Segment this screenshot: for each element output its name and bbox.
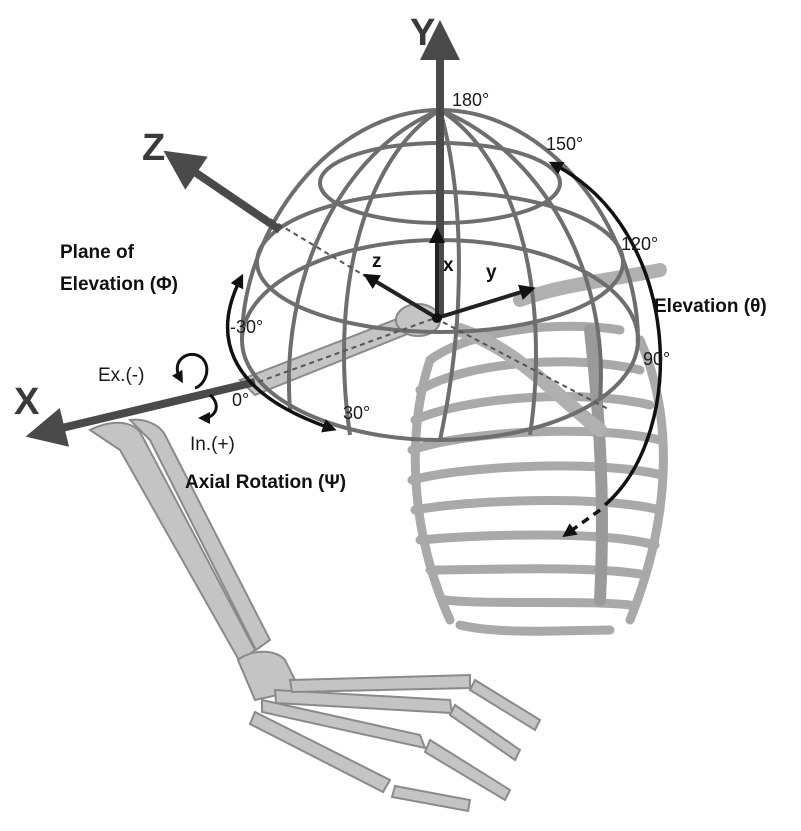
deg-0-label: 0° bbox=[232, 390, 249, 410]
local-y-label: y bbox=[486, 262, 497, 283]
axial-rotation-label: Axial Rotation (Ψ) bbox=[185, 472, 346, 493]
deg-neg30-label: -30° bbox=[230, 317, 263, 337]
axial-rotation-curls bbox=[177, 354, 216, 418]
deg-90-label: 90° bbox=[643, 349, 670, 369]
plane-of-elevation-label-line1: Plane of bbox=[60, 242, 135, 263]
local-z-label: z bbox=[372, 251, 382, 272]
deg-120-label: 120° bbox=[621, 234, 658, 254]
deg-30-label: 30° bbox=[343, 403, 370, 423]
local-axes bbox=[370, 235, 528, 318]
plane-of-elevation-label-line2: Elevation (Φ) bbox=[60, 274, 178, 295]
external-rotation-label: Ex.(-) bbox=[98, 365, 144, 386]
z-axis-arrow bbox=[180, 162, 280, 230]
z-axis-label: Z bbox=[142, 127, 165, 169]
elevation-label: Elevation (θ) bbox=[654, 296, 767, 317]
arm-bones bbox=[90, 304, 540, 811]
internal-rotation-label: In.(+) bbox=[190, 434, 235, 455]
deg-180-label: 180° bbox=[452, 90, 489, 110]
clavicle-scapula bbox=[460, 270, 660, 430]
deg-150-label: 150° bbox=[546, 134, 583, 154]
shoulder-origin bbox=[432, 313, 442, 323]
local-x-label: x bbox=[443, 255, 454, 276]
x-axis-label: X bbox=[14, 381, 40, 423]
y-axis-label: Y bbox=[410, 12, 435, 54]
